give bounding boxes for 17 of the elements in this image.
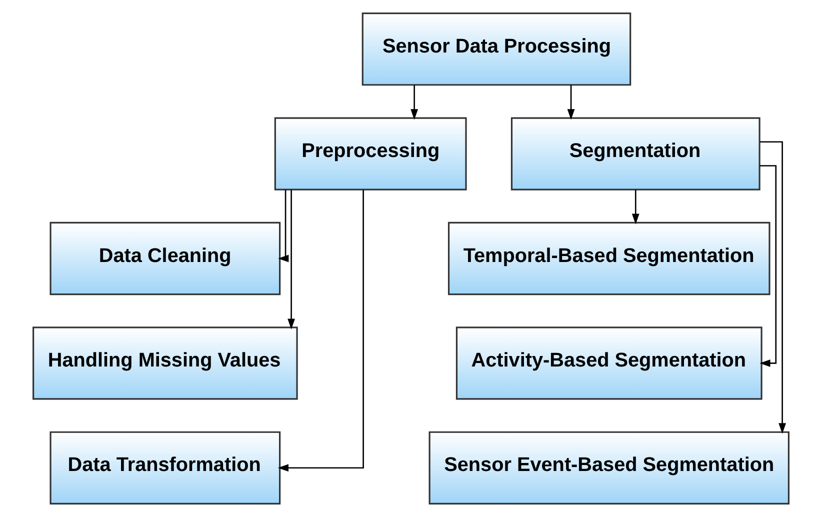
node-box: Sensor Data Processing xyxy=(362,12,632,86)
node-box: Data Cleaning xyxy=(50,222,281,296)
node-box: Sensor Event-Based Segmentation xyxy=(428,431,790,504)
arrow xyxy=(760,141,786,434)
arrow xyxy=(567,85,575,120)
node-box: Activity-Based Segmentation xyxy=(456,326,762,400)
node-box: Handling Missing Values xyxy=(32,326,298,400)
arrow xyxy=(760,165,777,367)
arrow xyxy=(410,85,418,120)
node-box: Segmentation xyxy=(510,117,760,190)
arrow xyxy=(288,190,295,330)
node-box: Data Transformation xyxy=(50,431,281,504)
arrow xyxy=(278,190,364,472)
arrow xyxy=(632,190,640,224)
node-box: Preprocessing xyxy=(274,117,467,190)
arrow xyxy=(278,190,289,262)
node-box: Temporal-Based Segmentation xyxy=(448,222,770,296)
